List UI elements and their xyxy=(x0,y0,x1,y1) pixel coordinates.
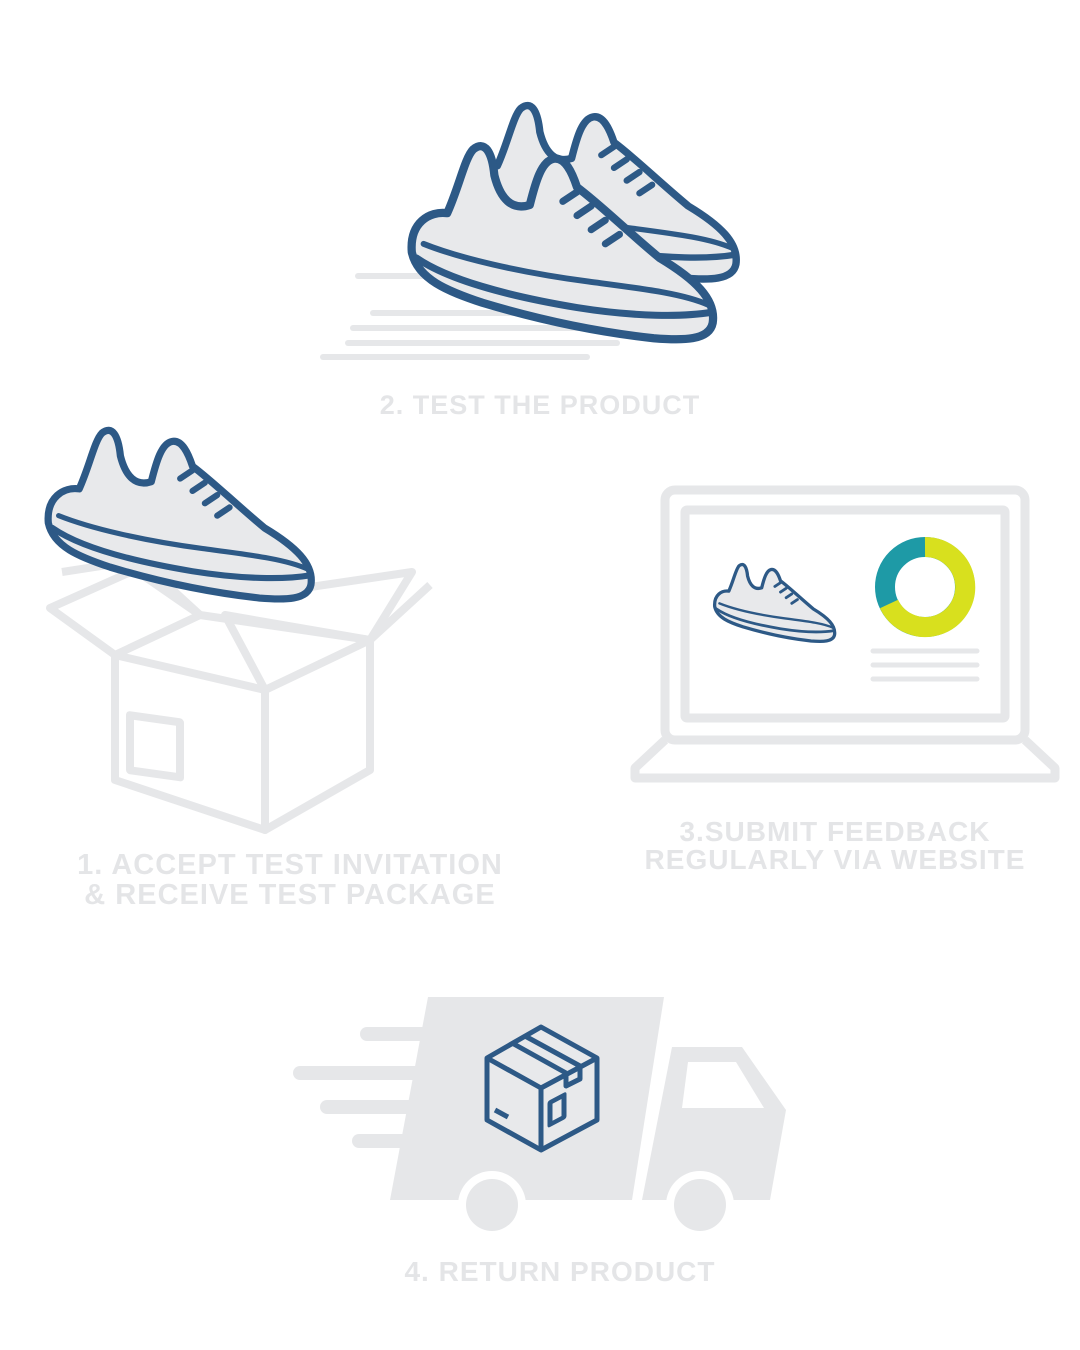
step-1-label-line-2: & RECEIVE TEST PACKAGE xyxy=(84,879,496,911)
step-3-label-line-2: REGULARLY VIA WEBSITE xyxy=(644,844,1026,875)
step-4-illustration xyxy=(293,997,786,1239)
step-1-illustration xyxy=(46,430,433,834)
step-4-label-line: 4. RETURN PRODUCT xyxy=(404,1256,716,1287)
package-icon xyxy=(484,1024,600,1153)
step-3-illustration xyxy=(630,485,1060,783)
shoe-in-box-icon xyxy=(48,430,311,599)
step-1-label-line-1: 1. ACCEPT TEST INVITATION xyxy=(77,849,503,881)
laptop-icon xyxy=(630,485,1060,783)
delivery-truck-icon xyxy=(390,997,786,1239)
step-2-label-line: 2. TEST THE PRODUCT xyxy=(379,390,701,420)
step-2-label: 2. TEST THE PRODUCT xyxy=(320,392,760,419)
step-3-label-line-1: 3.SUBMIT FEEDBACK xyxy=(679,816,991,847)
screen-shoe-icon xyxy=(712,562,837,644)
donut-chart-icon xyxy=(875,536,976,637)
step-4-label: 4. RETURN PRODUCT xyxy=(340,1258,780,1286)
open-box-icon xyxy=(46,556,433,834)
text-lines-icon xyxy=(870,648,980,682)
step-2-illustration xyxy=(320,106,736,360)
step-1-label: 1. ACCEPT TEST INVITATION & RECEIVE TEST… xyxy=(50,850,530,910)
step-3-label: 3.SUBMIT FEEDBACK REGULARLY VIA WEBSITE xyxy=(630,818,1040,874)
